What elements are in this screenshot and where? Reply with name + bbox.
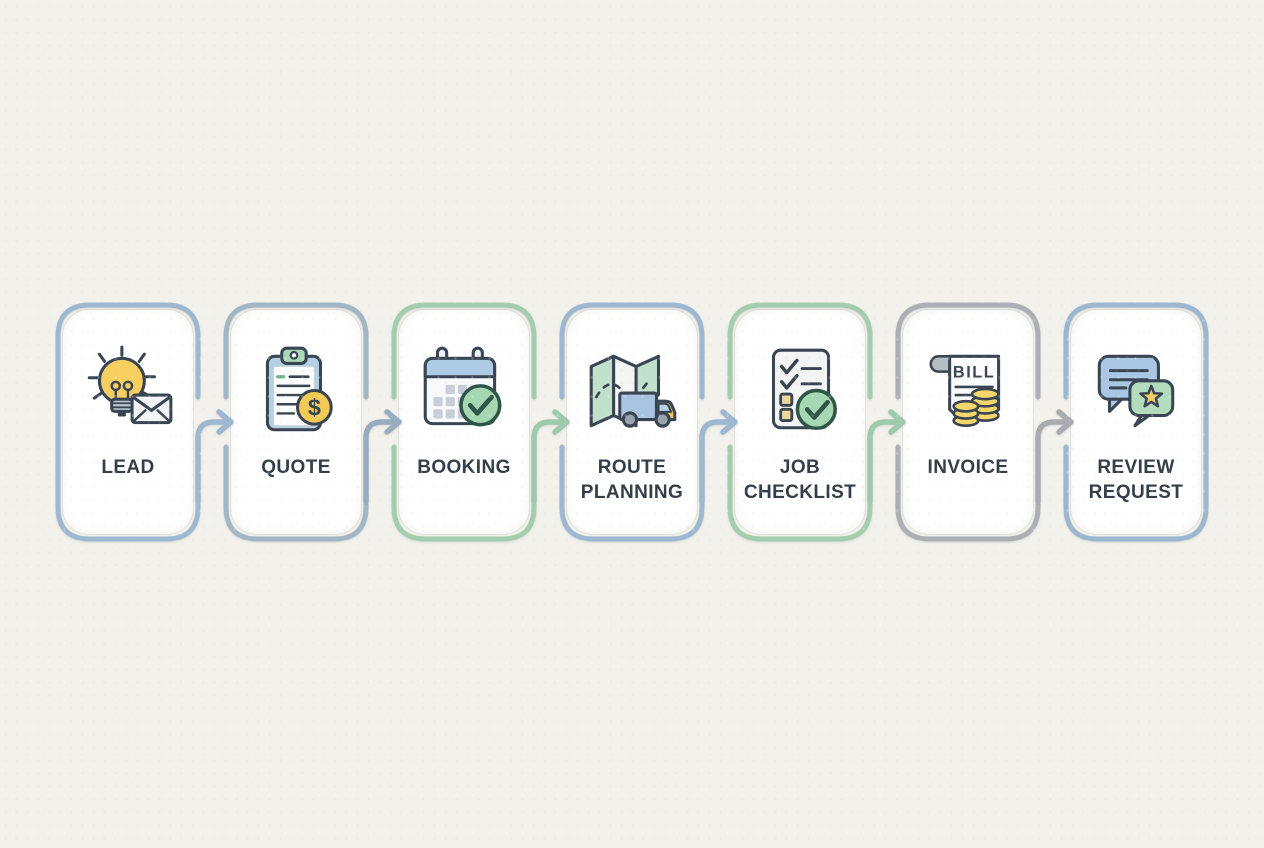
step-card-lead-body: LEAD — [63, 310, 193, 534]
step-label: ROUTE PLANNING — [580, 457, 684, 503]
step-label: JOB CHECKLIST — [743, 457, 857, 503]
step-card-lead: LEAD — [55, 302, 201, 542]
step-card-route-planning-body: ROUTE PLANNING — [567, 310, 697, 534]
map-truck-icon — [581, 338, 683, 444]
step-card-quote-body: $ QUOTE — [231, 310, 361, 534]
step-label: LEAD — [101, 457, 155, 478]
step-label: BOOKING — [417, 457, 511, 478]
step-card-route-planning: ROUTE PLANNING — [559, 302, 705, 542]
step-label: REVIEW REQUEST — [1088, 457, 1184, 503]
step-card-quote: $ QUOTE — [223, 302, 369, 542]
step-card-review-request-body: REVIEW REQUEST — [1071, 310, 1201, 534]
process-flow: LEAD $ — [55, 302, 1209, 544]
step-card-invoice-body: BILL INVOICE — [903, 310, 1033, 534]
lightbulb-envelope-icon — [77, 338, 179, 444]
bill-coins-icon: BILL — [917, 338, 1019, 444]
step-card-job-checklist: JOB CHECKLIST — [727, 302, 873, 542]
step-card-review-request: REVIEW REQUEST — [1063, 302, 1209, 542]
chat-bubbles-star-icon — [1085, 338, 1187, 444]
bill-glyph: BILL — [953, 364, 995, 382]
calendar-check-icon — [413, 338, 515, 444]
step-label: QUOTE — [261, 457, 331, 478]
step-card-booking: BOOKING — [391, 302, 537, 542]
step-card-booking-body: BOOKING — [399, 310, 529, 534]
step-label: INVOICE — [927, 457, 1009, 478]
checklist-check-icon — [749, 338, 851, 444]
step-card-invoice: BILL INVOICE — [895, 302, 1041, 542]
clipboard-dollar-icon: $ — [245, 338, 347, 444]
checklist-check-icon-wrap: JOB CHECKLIST — [735, 310, 865, 534]
dollar-glyph: $ — [308, 394, 321, 420]
